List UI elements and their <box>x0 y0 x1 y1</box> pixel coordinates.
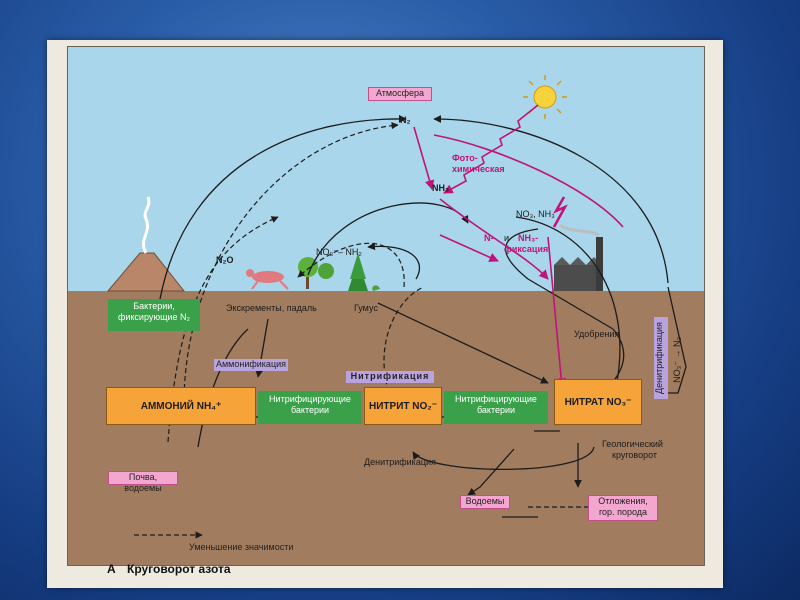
animal-icon <box>246 269 289 290</box>
nitrifying-bacteria-1: Нитрифицирующие бактерии <box>258 391 362 424</box>
photochemical-label-1: Фото- <box>452 153 478 163</box>
n2-label: N₂ <box>400 115 411 125</box>
nitrite-box: НИТРИТ NO₂⁻ <box>364 387 442 425</box>
bacteria-label-line2: фиксирующие N₂ <box>117 312 191 322</box>
nh3-label: NH₃ <box>432 183 450 193</box>
lightning-icon <box>552 196 568 228</box>
no3-nh3-label: NO₃, NH₃ <box>516 209 555 219</box>
nitrifying-2-line2: бактерии <box>476 405 516 415</box>
factory-icon <box>554 223 603 291</box>
ammonium-box: АММОНИЙ NH₄⁺ <box>106 387 256 425</box>
bacteria-label-line1: Бактерии, <box>133 301 175 311</box>
atmosphere-label: Атмосфера <box>368 87 432 101</box>
geological-cycle-label-2: круговорот <box>612 450 658 460</box>
no3-nh2-label: NO₃⁻– NH₂ <box>316 247 362 257</box>
nitrogen-cycle-diagram: Атмосфера N₂ NH₃ Фото- химическая NO₃, N… <box>67 46 705 566</box>
nitrifying-1-line2: бактерии <box>290 405 330 415</box>
excrements-label: Экскременты, падаль <box>226 303 317 313</box>
fixation-label-and: и <box>504 233 510 243</box>
no3-n2-label: NO₃⁻ → N₂ <box>672 337 682 383</box>
sun-icon <box>523 75 567 119</box>
fixation-label-word: фиксация <box>504 244 549 254</box>
nitrifying-bacteria-2: Нитрифицирующие бактерии <box>444 391 548 424</box>
diagram-graphics <box>106 75 687 539</box>
nitrate-box: НИТРАТ NO₃⁻ <box>554 379 642 425</box>
photochemical-arrows <box>413 104 624 388</box>
bacteria-fixing-label: Бактерии, фиксирующие N₂ <box>108 299 200 331</box>
volcano-icon <box>106 196 186 292</box>
legend-label: Уменьшение значимости <box>189 542 294 552</box>
photochemical-label-2: химическая <box>452 164 505 174</box>
geological-cycle-label-1: Геологический <box>602 439 663 449</box>
fixation-label-n: N- <box>484 233 494 243</box>
nitrifying-1-line1: Нитрифицирующие <box>269 394 351 404</box>
caption-title: Круговорот азота <box>127 562 231 576</box>
dashed-arrows <box>134 122 609 539</box>
water-bodies-label: Водоемы <box>460 495 510 509</box>
humus-label: Гумус <box>354 303 378 313</box>
nitrification-label: Нитрификация <box>346 371 434 383</box>
nitrifying-2-line1: Нитрифицирующие <box>455 394 537 404</box>
denitrification-label: Денитрификация <box>364 457 436 467</box>
plants-icon <box>298 253 380 291</box>
denitrification-vertical-label: Денитрификация <box>654 317 668 399</box>
n2o-label: N₂O <box>216 255 234 265</box>
deposits-line1: Отложения, <box>598 496 648 506</box>
soil-water-label: Почва, водоемы <box>108 471 178 493</box>
fixation-label-nh3: NH₃- <box>518 233 539 243</box>
ammonification-label: Аммонификация <box>214 359 288 371</box>
book-page: Атмосфера N₂ NH₃ Фото- химическая NO₃, N… <box>47 40 723 588</box>
deposits-line2: гор. порода <box>598 507 648 517</box>
fertilizers-label: Удобрения <box>574 329 620 339</box>
caption-letter: A <box>107 562 116 576</box>
deposits-label: Отложения, гор. порода <box>588 495 658 521</box>
